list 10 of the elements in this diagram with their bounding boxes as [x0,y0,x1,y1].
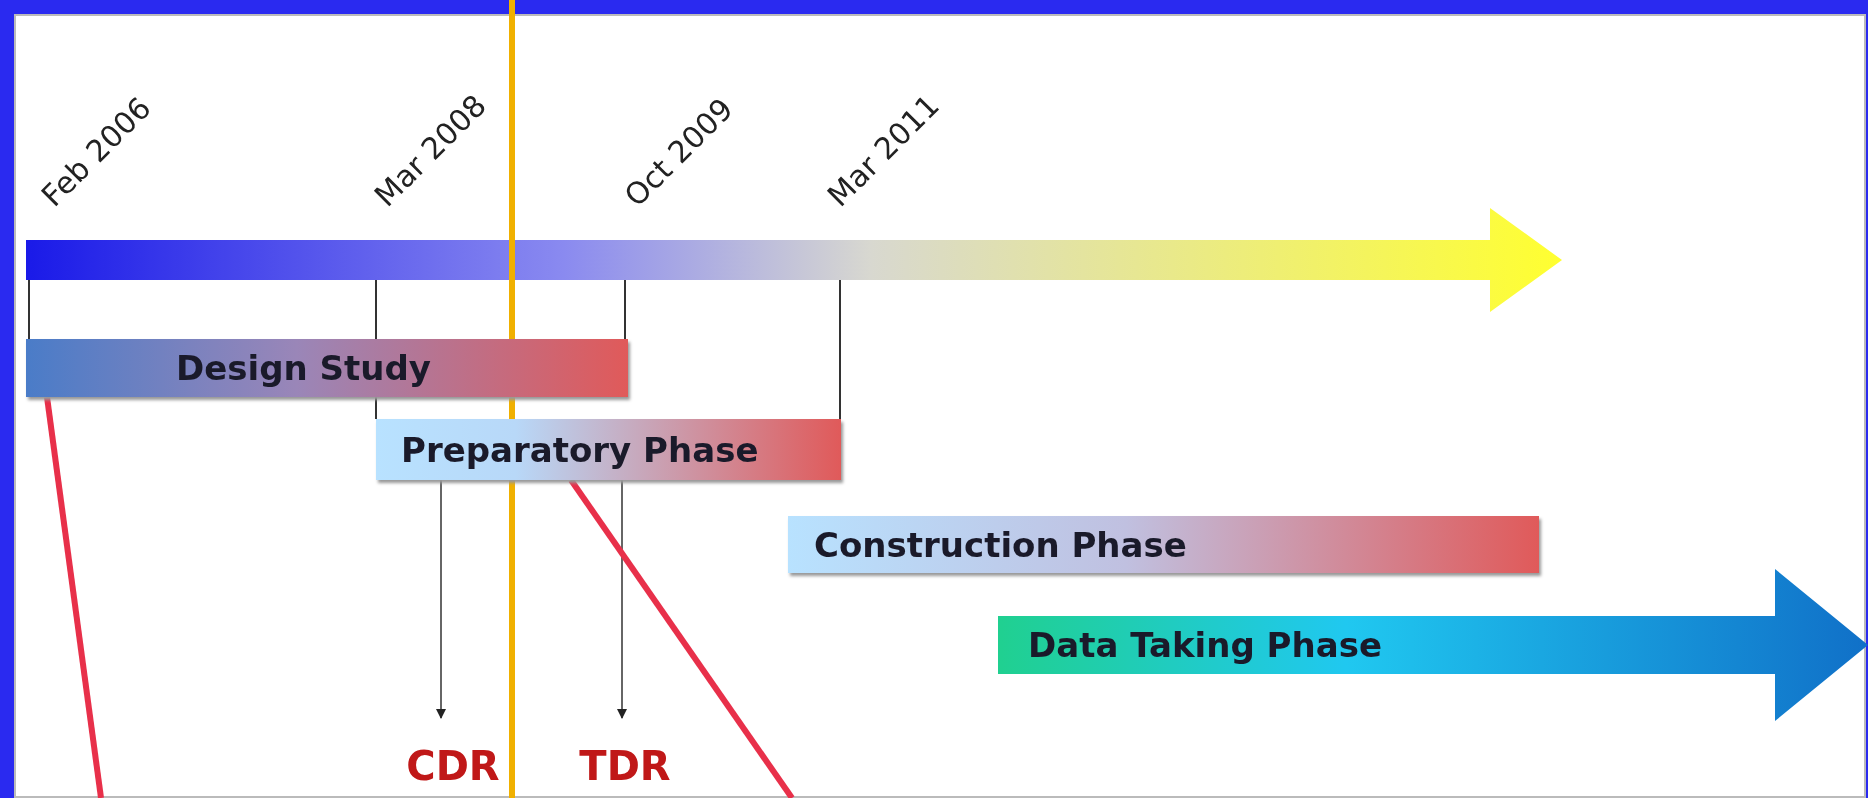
milestone-label: CDR [403,738,503,794]
phase-bar: Preparatory Phase [376,419,841,480]
phase-bar: Design Study [26,339,628,397]
arrow [617,479,627,719]
phase-bar: Construction Phase [788,516,1539,573]
leader-line [568,478,795,798]
leader-line [44,396,104,798]
milestone-label: TDR [575,738,675,794]
phase-arrow: Data Taking Phase [998,569,1868,721]
arrow [436,479,446,719]
